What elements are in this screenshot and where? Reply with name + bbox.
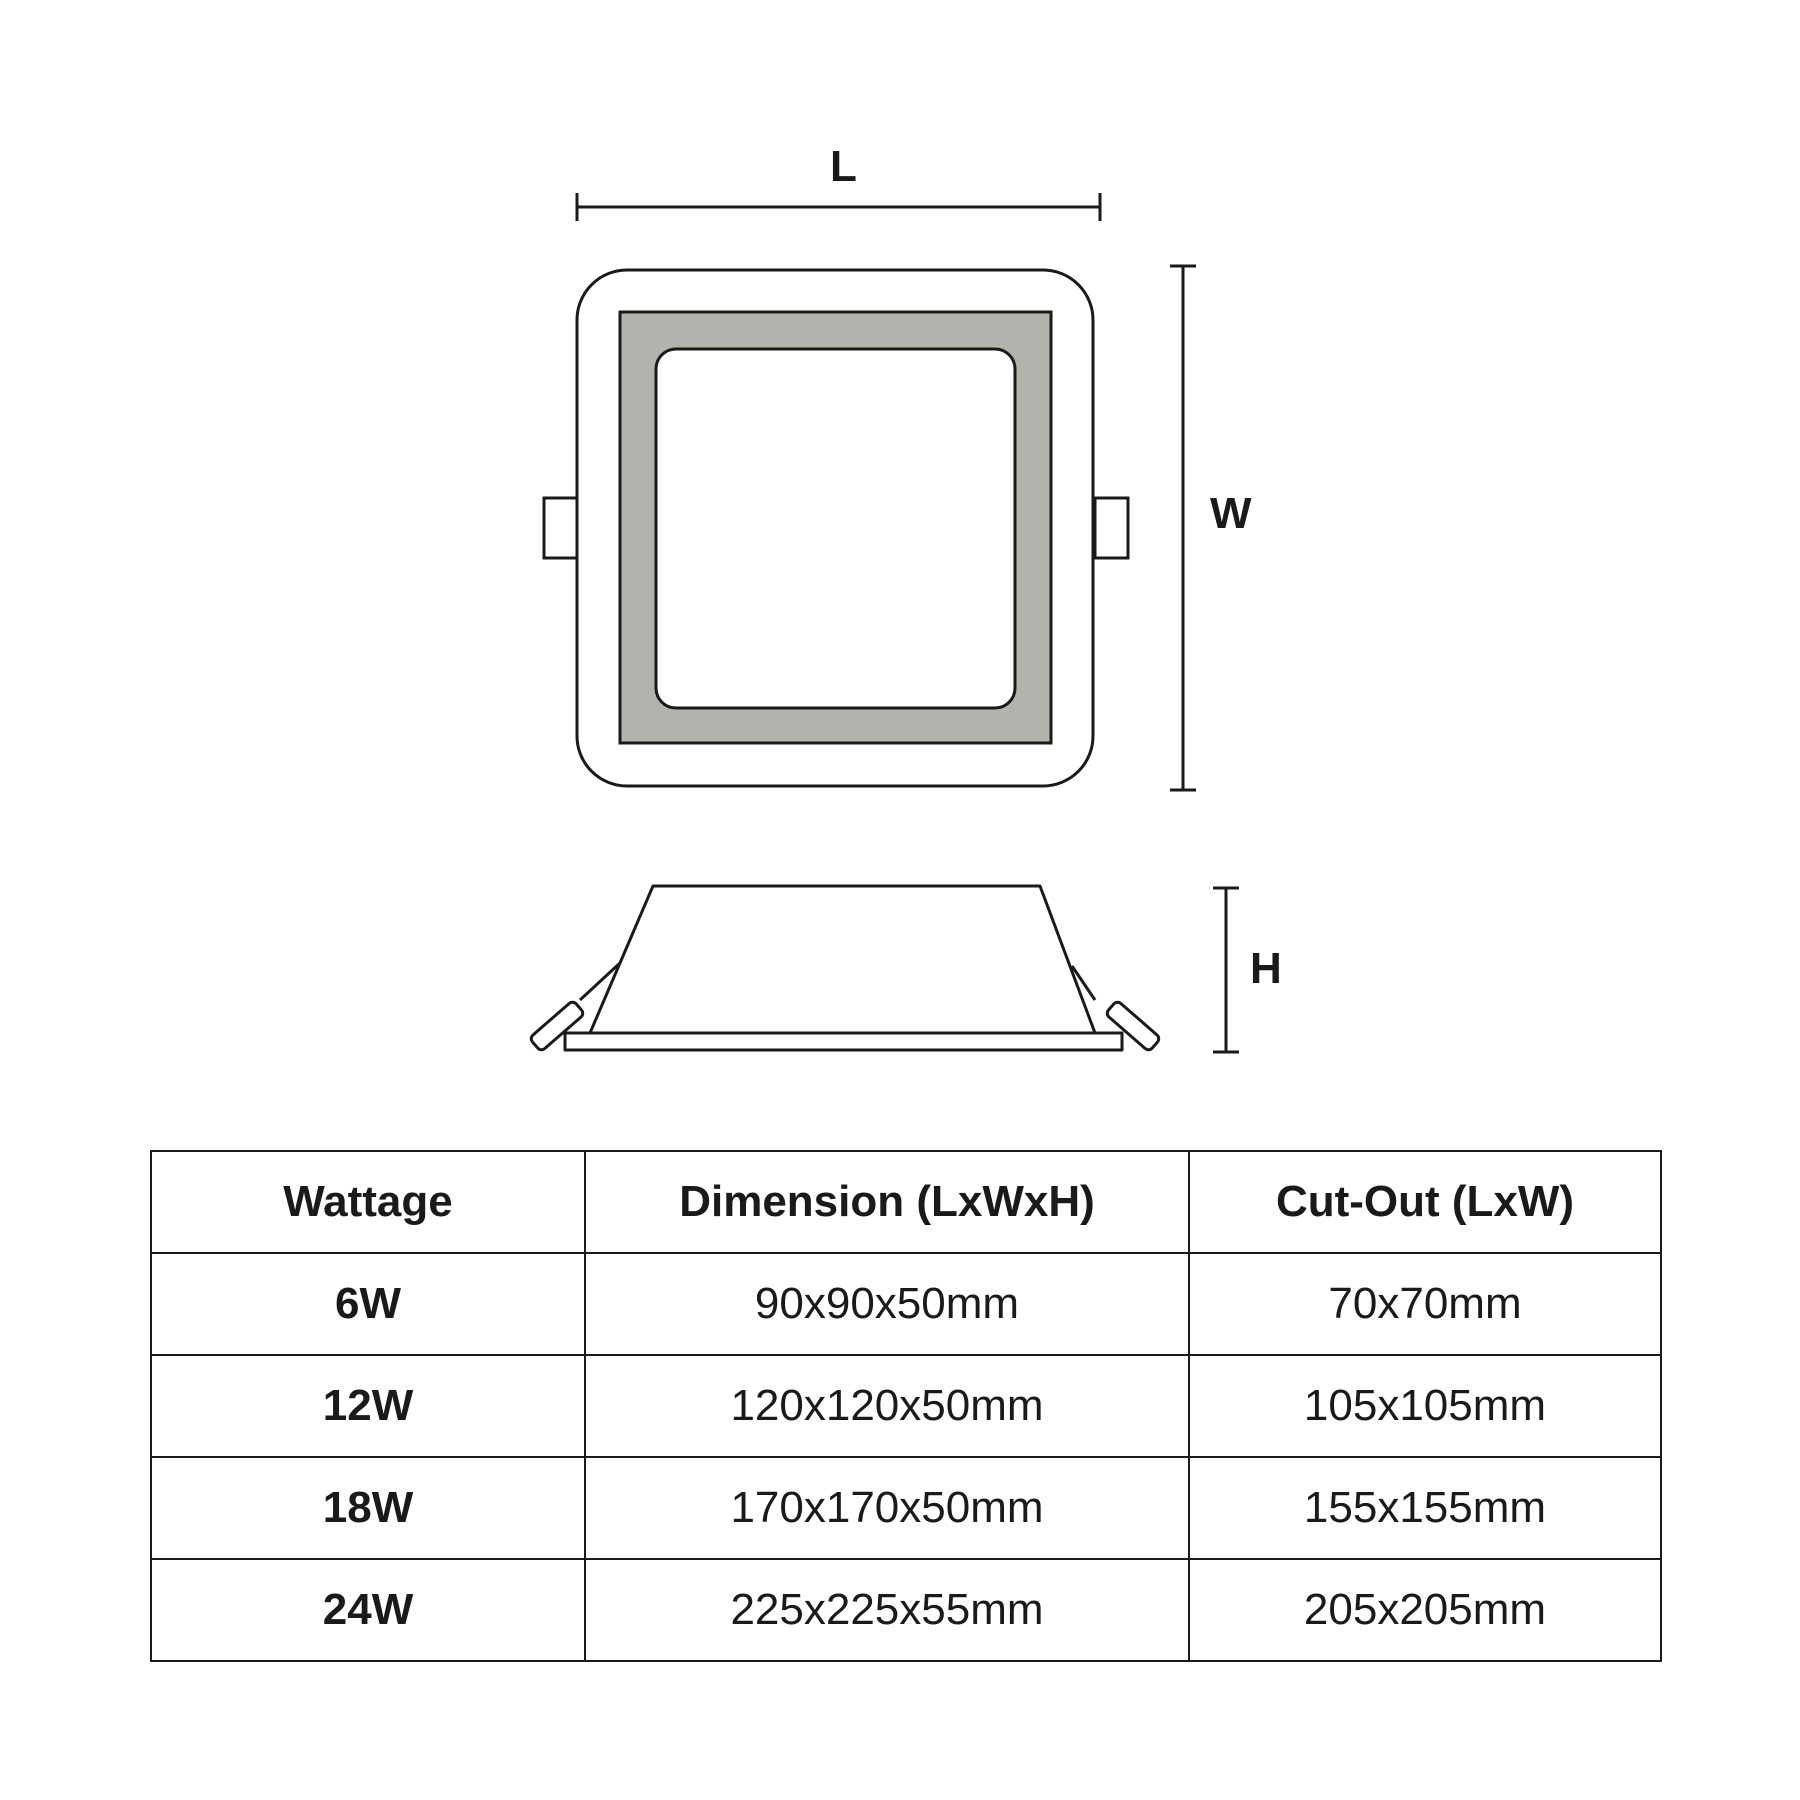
right-spring	[1105, 1000, 1161, 1052]
width-label: W	[1210, 489, 1252, 538]
side-flange	[563, 1031, 1124, 1052]
right-clip	[1093, 496, 1130, 560]
width-dimension-line	[1170, 264, 1196, 792]
left-spring	[529, 1000, 585, 1052]
table-row: 6W 90x90x50mm 70x70mm	[150, 1252, 1662, 1356]
table-row: 18W 170x170x50mm 155x155mm	[150, 1456, 1662, 1560]
table-row: 12W 120x120x50mm 105x105mm	[150, 1354, 1662, 1458]
height-label: H	[1250, 944, 1282, 993]
cutout-cell: 70x70mm	[1188, 1252, 1662, 1356]
header-cutout: Cut-Out (LxW)	[1188, 1150, 1662, 1254]
wattage-cell: 18W	[150, 1456, 586, 1560]
cutout-cell: 155x155mm	[1188, 1456, 1662, 1560]
height-dimension-line	[1213, 886, 1239, 1054]
table-header-row: Wattage Dimension (LxWxH) Cut-Out (LxW)	[150, 1150, 1662, 1254]
header-dimension: Dimension (LxWxH)	[584, 1150, 1190, 1254]
header-wattage: Wattage	[150, 1150, 586, 1254]
panel-top-view	[542, 268, 1130, 788]
wattage-cell: 6W	[150, 1252, 586, 1356]
wattage-cell: 24W	[150, 1558, 586, 1662]
side-body	[588, 884, 1097, 1034]
spec-table: Wattage Dimension (LxWxH) Cut-Out (LxW) …	[150, 1150, 1662, 1662]
length-dimension-line	[575, 193, 1102, 221]
cutout-cell: 105x105mm	[1188, 1354, 1662, 1458]
wattage-cell: 12W	[150, 1354, 586, 1458]
left-clip	[542, 496, 579, 560]
dimension-cell: 90x90x50mm	[584, 1252, 1190, 1356]
dimension-cell: 120x120x50mm	[584, 1354, 1190, 1458]
length-label: L	[830, 142, 857, 191]
dimension-cell: 225x225x55mm	[584, 1558, 1190, 1662]
panel-side-view	[529, 884, 1161, 1052]
technical-drawing	[529, 193, 1239, 1054]
light-panel	[654, 347, 1017, 710]
dimension-cell: 170x170x50mm	[584, 1456, 1190, 1560]
cutout-cell: 205x205mm	[1188, 1558, 1662, 1662]
table-row: 24W 225x225x55mm 205x205mm	[150, 1558, 1662, 1662]
